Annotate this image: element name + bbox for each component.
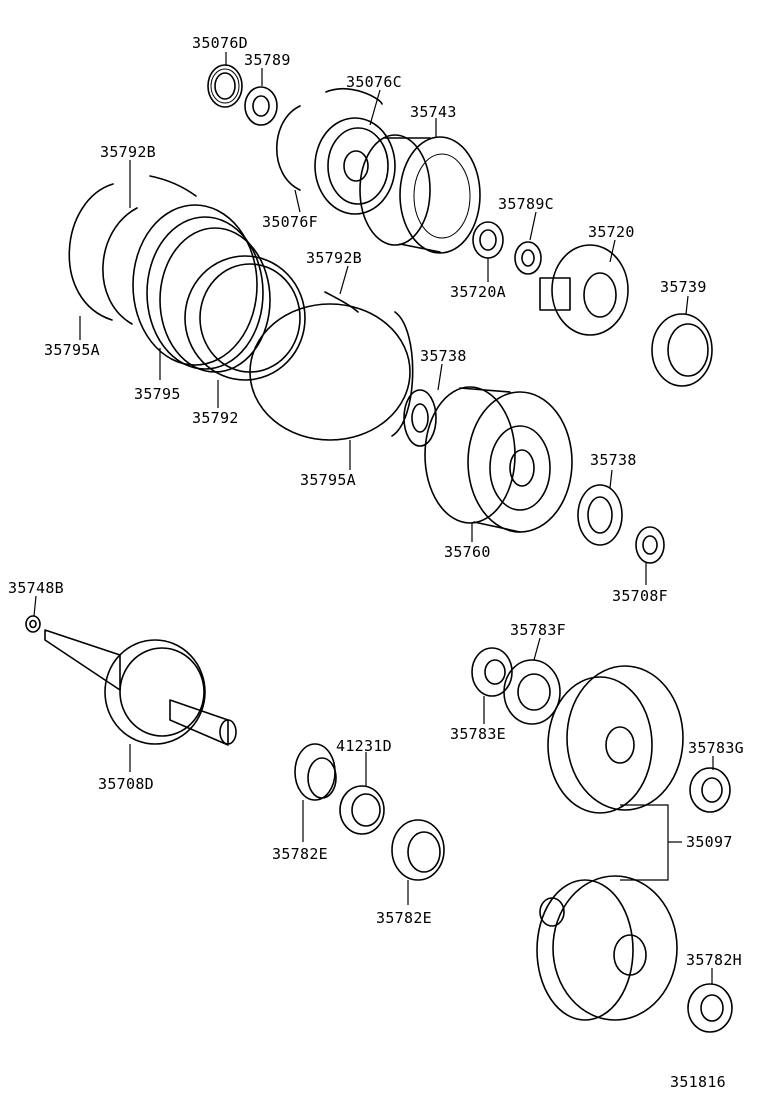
label-35708F: 35708F: [612, 587, 668, 605]
part-35795A-ring-left: [68, 183, 114, 321]
label-35720: 35720: [588, 223, 635, 241]
part-35783E-bearing: [471, 647, 513, 697]
label-35795: 35795: [134, 385, 181, 403]
part-35760-drum: [424, 386, 573, 533]
part-35738-washer-top: [403, 389, 437, 447]
part-35783F-bearing: [503, 659, 561, 725]
label-35782E-right: 35782E: [376, 909, 432, 927]
part-35739-bearing: [651, 313, 713, 387]
label-35708D: 35708D: [98, 775, 154, 793]
part-35738-washer-right: [577, 484, 623, 546]
label-35720A: 35720A: [450, 283, 506, 301]
label-35789: 35789: [244, 51, 291, 69]
ring-35792B-top-end: [149, 175, 197, 197]
label-41231D: 41231D: [336, 737, 392, 755]
part-35795-clutch-pack: [132, 204, 271, 373]
label-35792B-top: 35792B: [100, 143, 156, 161]
part-35782E-bearing-left: [294, 743, 337, 801]
label-35782H: 35782H: [686, 951, 742, 969]
part-35783G-nut: [689, 767, 731, 813]
part-35076C-snap-ring: [325, 87, 383, 105]
label-35076D: 35076D: [192, 34, 248, 52]
part-35720-gear: [539, 244, 629, 336]
part-35097-gear-upper: [547, 665, 684, 814]
label-35738-right: 35738: [590, 451, 637, 469]
label-35782E-left: 35782E: [272, 845, 328, 863]
part-35708F-washer: [635, 526, 665, 564]
leader-lines: [33, 52, 714, 984]
label-35795A-left: 35795A: [44, 341, 100, 359]
label-35789C: 35789C: [498, 195, 554, 213]
part-35789C-washer: [514, 241, 542, 275]
label-35738-top: 35738: [420, 347, 467, 365]
part-35076C-hub: [314, 117, 396, 215]
part-41231D-ring: [339, 785, 385, 835]
label-35783F: 35783F: [510, 621, 566, 639]
part-35743-drum: [359, 134, 481, 254]
part-35097-gear-lower: [536, 875, 678, 1021]
part-35076D-bearing: [207, 64, 243, 108]
part-35720A-bearing: [472, 221, 504, 259]
part-35782H-nut: [687, 983, 733, 1033]
label-35743: 35743: [410, 103, 457, 121]
label-35097: 35097: [686, 833, 733, 851]
label-35792: 35792: [192, 409, 239, 427]
label-35076C: 35076C: [346, 73, 402, 91]
part-35789-washer: [244, 86, 278, 126]
part-35792B-ring-mid: [324, 291, 359, 313]
label-35739: 35739: [660, 278, 707, 296]
part-35748B-ring: [25, 615, 41, 633]
label-35076F: 35076F: [262, 213, 318, 231]
label-35792B-mid: 35792B: [306, 249, 362, 267]
label-35748B: 35748B: [8, 579, 64, 597]
label-35783E: 35783E: [450, 725, 506, 743]
part-35782E-bearing-right: [391, 819, 445, 881]
part-35708D-shaft: [44, 629, 237, 746]
label-35783G: 35783G: [688, 739, 744, 757]
label-35795A-bottom: 35795A: [300, 471, 356, 489]
part-35076F-snap-ring: [275, 105, 301, 191]
label-35760: 35760: [444, 543, 491, 561]
part-35792B-ring-top: [102, 207, 138, 325]
part-35795A-ring-bottom: [249, 303, 414, 441]
diagram-number: 351816: [670, 1073, 726, 1091]
